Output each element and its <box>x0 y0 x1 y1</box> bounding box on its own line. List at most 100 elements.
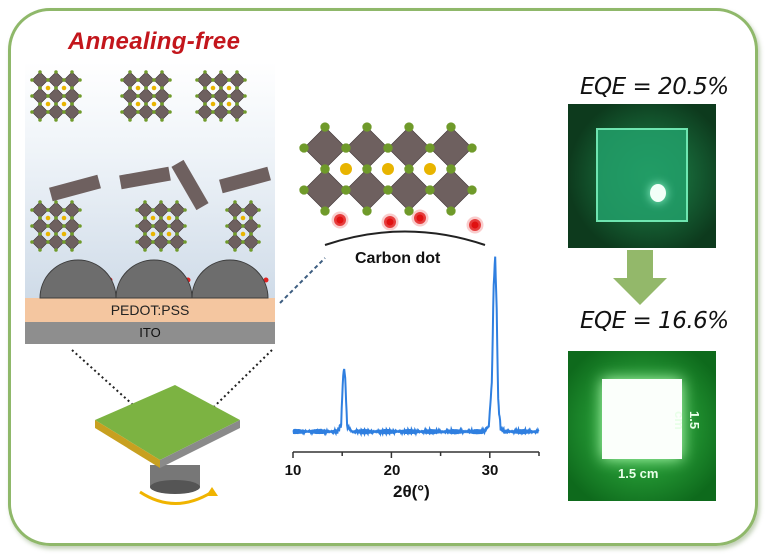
halide-atom <box>54 216 58 220</box>
halide-atom <box>62 224 66 228</box>
halide-atom <box>203 70 207 74</box>
halide-atom <box>235 102 239 106</box>
octahedron <box>212 71 230 89</box>
halide-atom <box>54 232 58 236</box>
height-label: 1.5 cm <box>672 411 702 430</box>
carbon-dot-label: Carbon dot <box>355 250 441 267</box>
octahedron <box>121 87 139 105</box>
nanoplatelet <box>219 166 271 194</box>
octahedron <box>136 217 154 235</box>
octahedron <box>63 233 81 251</box>
halide-atom <box>383 143 393 153</box>
halide-atom <box>167 208 171 212</box>
halide-atom <box>235 70 239 74</box>
halide-atom <box>136 110 140 114</box>
octahedron <box>47 87 65 105</box>
halide-atom <box>70 102 74 106</box>
carbon-dot-surface <box>324 230 486 246</box>
x-tick-label: 20 <box>383 462 401 479</box>
halide-atom <box>467 185 477 195</box>
nanoplatelet <box>171 159 209 211</box>
halide-atom <box>168 94 172 98</box>
halide-atom <box>159 232 163 236</box>
halide-atom <box>159 248 163 252</box>
halide-atom <box>446 164 456 174</box>
halide-atom <box>30 110 34 114</box>
cation-atom <box>382 163 394 175</box>
halide-atom <box>70 232 74 236</box>
halide-atom <box>183 224 187 228</box>
halide-atom <box>425 143 435 153</box>
eqe-value-large: EQE = 20.5% <box>580 74 729 100</box>
halide-atom <box>30 94 34 98</box>
halide-atom <box>144 118 148 122</box>
halide-atom <box>151 208 155 212</box>
halide-atom <box>120 94 124 98</box>
octahedron <box>31 233 49 251</box>
octahedron <box>242 201 260 219</box>
halide-atom <box>78 208 82 212</box>
octahedron <box>63 201 81 219</box>
halide-atom <box>257 224 261 228</box>
halide-atom <box>446 206 456 216</box>
width-label: 1.5 cm <box>618 466 659 481</box>
halide-atom <box>467 143 477 153</box>
halide-atom <box>128 102 132 106</box>
halide-atom <box>46 208 50 212</box>
octahedron <box>228 103 246 121</box>
cation-atom <box>61 231 67 237</box>
halide-atom <box>30 240 34 244</box>
halide-atom <box>128 70 132 74</box>
device-photo-1-5cm: 1.5 cm 1.5 cm <box>568 351 716 501</box>
x-tick-label: 10 <box>284 462 302 479</box>
halide-atom <box>128 86 132 90</box>
halide-atom <box>241 208 245 212</box>
halide-atom <box>143 248 147 252</box>
octahedron <box>153 71 171 89</box>
octahedron <box>31 201 49 219</box>
halide-atom <box>46 78 50 82</box>
halide-atom <box>227 110 231 114</box>
device-photo-large-area <box>568 104 716 248</box>
halide-atom <box>54 200 58 204</box>
halide-atom <box>183 208 187 212</box>
octahedron <box>63 217 81 235</box>
halide-atom <box>203 86 207 90</box>
halide-atom <box>243 94 247 98</box>
octahedron <box>226 201 244 219</box>
cation-atom <box>240 231 246 237</box>
halide-atom <box>404 122 414 132</box>
halide-atom <box>219 86 223 90</box>
perovskite-crystal-structure <box>299 122 484 234</box>
halide-atom <box>168 78 172 82</box>
halide-atom <box>38 248 42 252</box>
halide-atom <box>38 70 42 74</box>
cation-atom <box>210 101 216 107</box>
perovskite-nanocrystals <box>30 70 271 291</box>
octahedron <box>196 71 214 89</box>
octahedron <box>137 103 155 121</box>
octahedron <box>303 126 347 170</box>
halide-atom <box>144 70 148 74</box>
octahedron <box>226 233 244 251</box>
halide-atom <box>46 110 50 114</box>
halide-atom <box>425 185 435 195</box>
halide-atom <box>160 70 164 74</box>
octahedron <box>31 217 49 235</box>
halide-atom <box>243 110 247 114</box>
halide-atom <box>299 143 309 153</box>
halide-atom <box>70 118 74 122</box>
octahedron <box>136 201 154 219</box>
x-axis-label: 2θ(°) <box>393 482 430 501</box>
cation-atom <box>166 215 172 221</box>
cation-atom <box>45 101 51 107</box>
pedot-pss-layer: PEDOT:PSS <box>25 298 275 322</box>
halide-atom <box>38 118 42 122</box>
octahedron <box>387 126 431 170</box>
octahedron <box>31 87 49 105</box>
octahedron <box>136 233 154 251</box>
halide-atom <box>203 102 207 106</box>
halide-atom <box>143 232 147 236</box>
oxygen-atom <box>466 216 484 234</box>
